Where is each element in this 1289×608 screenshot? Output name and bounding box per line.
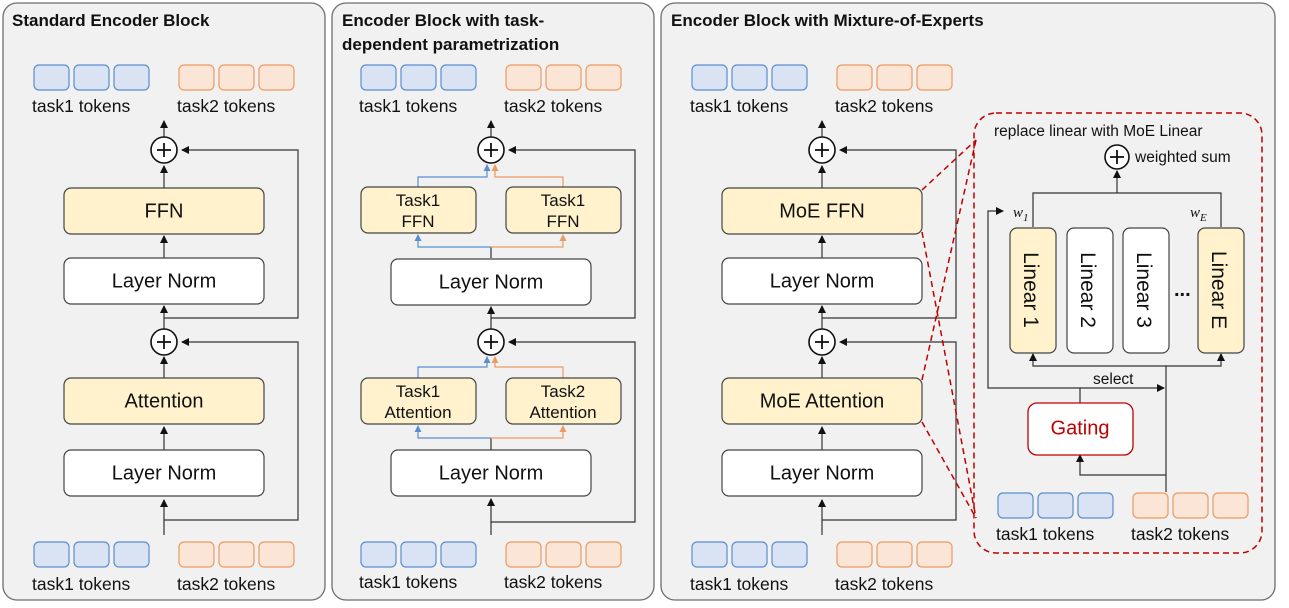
weighted-sum-label: weighted sum bbox=[1134, 149, 1231, 166]
task2-tokens-label: task2 tokens bbox=[1131, 524, 1229, 544]
task1-tokens-top bbox=[33, 64, 150, 91]
gating-block bbox=[1027, 402, 1134, 456]
task1-tokens-bottom bbox=[360, 541, 477, 568]
panel-title: Encoder Block with Mixture-of-Experts bbox=[671, 11, 984, 30]
task1-ffn-label-line1: Task1 bbox=[396, 191, 440, 210]
task1-tokens-label: task1 tokens bbox=[32, 96, 130, 116]
layer-norm-label: Layer Norm bbox=[112, 462, 216, 484]
expert-linear-3: Linear 3 bbox=[1122, 227, 1170, 354]
expert-linear-2: Linear 2 bbox=[1066, 227, 1114, 354]
add-node-top bbox=[477, 136, 505, 164]
moe-caption: replace linear with MoE Linear bbox=[994, 123, 1203, 140]
layer-norm-block bbox=[390, 449, 592, 497]
weighted-sum-node bbox=[1104, 144, 1130, 170]
task-ffn-right-label-line1: Task1 bbox=[541, 191, 585, 210]
layer-norm-block bbox=[721, 449, 923, 497]
layer-norm-block bbox=[63, 257, 265, 305]
task1-tokens-label: task1 tokens bbox=[32, 574, 130, 594]
panel-title-line1: Encoder Block with task- bbox=[342, 11, 544, 30]
ffn-block bbox=[63, 187, 265, 235]
task1-ffn-block bbox=[360, 186, 477, 234]
panel-title-line2: dependent parametrization bbox=[342, 35, 559, 54]
moe-ffn-block bbox=[721, 187, 923, 235]
task1-tokens-label: task1 tokens bbox=[690, 574, 788, 594]
attention-label: Attention bbox=[125, 390, 204, 412]
moe-ffn-label: MoE FFN bbox=[779, 200, 865, 222]
task2-tokens-label: task2 tokens bbox=[835, 574, 933, 594]
panel-title: Standard Encoder Block bbox=[12, 11, 210, 30]
task1-ffn-label-line2: FFN bbox=[401, 212, 434, 231]
task2-attention-label-line1: Task2 bbox=[541, 382, 585, 401]
task1-attention-block bbox=[360, 377, 477, 425]
panel-standard-encoder: Standard Encoder Block task1 tokens task… bbox=[2, 2, 326, 601]
task-ffn-block-right bbox=[505, 186, 622, 234]
layer-norm-block bbox=[390, 258, 592, 306]
layer-norm-block bbox=[63, 449, 265, 497]
gating-label: Gating bbox=[1051, 417, 1110, 439]
ffn-label: FFN bbox=[145, 200, 184, 222]
task2-tokens-moe bbox=[1132, 492, 1249, 519]
moe-linear-detail: replace linear with MoE Linear weighted … bbox=[973, 112, 1263, 554]
layer-norm-label: Layer Norm bbox=[439, 462, 543, 484]
add-node-bottom bbox=[150, 328, 178, 356]
task1-tokens-label: task1 tokens bbox=[359, 572, 457, 592]
task2-tokens-label: task2 tokens bbox=[177, 574, 275, 594]
moe-attention-block bbox=[721, 377, 923, 425]
layer-norm-label: Layer Norm bbox=[770, 462, 874, 484]
task2-tokens-bottom bbox=[178, 541, 295, 568]
expert-ellipsis: ... bbox=[1174, 279, 1191, 301]
task2-tokens-label: task2 tokens bbox=[177, 96, 275, 116]
weight-w1: w1 bbox=[1013, 205, 1029, 224]
weight-wE: wE bbox=[1190, 205, 1207, 224]
task1-tokens-moe bbox=[997, 492, 1114, 519]
task2-tokens-label: task2 tokens bbox=[504, 96, 602, 116]
svg-text:Linear E: Linear E bbox=[1207, 251, 1230, 329]
task2-attention-label-line2: Attention bbox=[529, 403, 596, 422]
add-node-top bbox=[150, 136, 178, 164]
svg-text:Linear 2: Linear 2 bbox=[1076, 252, 1099, 328]
layer-norm-block bbox=[721, 257, 923, 305]
task1-attention-label-line1: Task1 bbox=[396, 382, 440, 401]
task2-tokens-top bbox=[836, 64, 953, 91]
task1-tokens-top bbox=[691, 64, 808, 91]
svg-text:Linear 3: Linear 3 bbox=[1132, 252, 1155, 328]
task2-tokens-bottom bbox=[505, 541, 622, 568]
moe-attention-label: MoE Attention bbox=[760, 390, 885, 412]
expert-linear-1: Linear 1 bbox=[1009, 227, 1057, 354]
task2-attention-block bbox=[505, 377, 622, 425]
panel-moe-encoder: Encoder Block with Mixture-of-Experts ta… bbox=[660, 2, 1276, 601]
task2-tokens-label: task2 tokens bbox=[835, 96, 933, 116]
layer-norm-label: Layer Norm bbox=[112, 270, 216, 292]
expert-linear-E: Linear E bbox=[1197, 227, 1245, 354]
task-ffn-right-label-line2: FFN bbox=[546, 212, 579, 231]
task1-tokens-label: task1 tokens bbox=[996, 524, 1094, 544]
add-node-bottom bbox=[477, 328, 505, 356]
panel-task-dependent: Encoder Block with task- dependent param… bbox=[331, 2, 655, 601]
task1-attention-label-line2: Attention bbox=[384, 403, 451, 422]
task1-tokens-label: task1 tokens bbox=[690, 96, 788, 116]
task2-tokens-label: task2 tokens bbox=[504, 572, 602, 592]
add-node-top bbox=[808, 136, 836, 164]
task1-tokens-bottom bbox=[33, 541, 150, 568]
task2-tokens-bottom bbox=[836, 541, 953, 568]
task2-tokens-top bbox=[178, 64, 295, 91]
task2-tokens-top bbox=[505, 64, 622, 91]
attention-block bbox=[63, 377, 265, 425]
task1-tokens-label: task1 tokens bbox=[359, 96, 457, 116]
task1-tokens-bottom bbox=[691, 541, 808, 568]
layer-norm-label: Layer Norm bbox=[439, 271, 543, 293]
select-label: select bbox=[1093, 371, 1134, 388]
svg-text:Linear 1: Linear 1 bbox=[1019, 252, 1042, 328]
layer-norm-label: Layer Norm bbox=[770, 270, 874, 292]
add-node-bottom bbox=[808, 328, 836, 356]
task1-tokens-top bbox=[360, 64, 477, 91]
